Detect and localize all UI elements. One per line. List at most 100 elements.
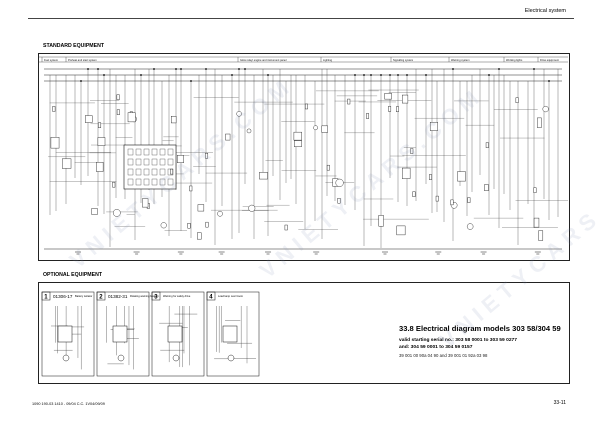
caption-drawing-numbers: 39 001 00 90a 04 90 and 39 001 01 92a 03…	[399, 353, 488, 358]
fuse	[143, 168, 150, 176]
junction-dot	[205, 68, 207, 70]
standard-diagram-frame	[38, 53, 570, 261]
option-module-number-box	[41, 291, 51, 301]
junction-dot	[153, 68, 155, 70]
lamp-symbol	[246, 128, 252, 134]
fuse	[167, 148, 174, 156]
junction-dot	[231, 74, 233, 76]
junction-dot	[244, 68, 246, 70]
resistor-symbol	[326, 164, 330, 171]
fuse	[127, 158, 134, 166]
fuse	[143, 178, 150, 186]
option-lamp-symbol	[117, 354, 125, 362]
fuse	[167, 178, 174, 186]
junction-dot	[406, 74, 408, 76]
resistor-symbol	[205, 153, 209, 159]
relay-symbol	[457, 171, 466, 182]
junction-dot	[498, 68, 500, 70]
junction-dot	[533, 68, 535, 70]
junction-dot	[140, 74, 142, 76]
lamp-symbol	[248, 204, 256, 212]
option-lamp-symbol	[62, 354, 70, 362]
resistor-symbol	[304, 103, 308, 110]
relay-symbol	[396, 225, 406, 236]
relay-symbol	[62, 158, 72, 169]
lamp-symbol	[236, 111, 242, 117]
option-module-description: Warning for safety drive	[163, 294, 191, 298]
option-module-number: 3	[154, 295, 158, 301]
footer-document-code: 1090 190-03 1410 - 09/04 C.C. 1V04/09/09	[32, 402, 105, 406]
junction-dot	[97, 68, 99, 70]
option-module-number-box	[151, 291, 161, 301]
resistor-symbol	[450, 199, 454, 206]
relay-symbol	[127, 112, 136, 123]
fuse	[127, 148, 134, 156]
option-module-description: Battery isolator	[75, 294, 92, 298]
resistor-symbol	[429, 174, 432, 180]
resistor-symbol	[337, 198, 341, 204]
relay-symbol	[177, 155, 184, 163]
resistor-symbol	[412, 191, 416, 197]
option-module-code: 01382-31	[108, 294, 128, 299]
fuse	[151, 168, 158, 176]
standard-equipment-title: STANDARD EQUIPMENT	[43, 43, 105, 49]
fuse	[151, 158, 158, 166]
fuse	[127, 178, 134, 186]
option-module-number: 4	[209, 295, 213, 301]
group-label: Lighting	[323, 58, 333, 62]
option-lamp-symbol	[227, 354, 235, 362]
relay-symbol	[259, 172, 268, 180]
relay-symbol	[384, 93, 392, 100]
fuse	[135, 178, 142, 186]
junction-dot	[380, 74, 382, 76]
resistor-symbol	[284, 224, 288, 231]
fuse	[135, 168, 142, 176]
resistor-symbol	[116, 94, 120, 100]
group-label: Working lights	[506, 58, 523, 62]
group-label: Drive equipment	[540, 58, 559, 62]
lamp-symbol	[466, 223, 474, 230]
relay-symbol	[142, 198, 149, 208]
option-module-frame	[151, 291, 205, 377]
fuse	[159, 168, 166, 176]
junction-dot	[238, 68, 240, 70]
option-component	[112, 325, 128, 343]
option-module-frame	[206, 291, 260, 377]
fuse	[143, 158, 150, 166]
relay-symbol	[484, 184, 489, 191]
resistor-symbol	[205, 221, 209, 228]
resistor-symbol	[396, 106, 399, 112]
resistor-symbol	[435, 195, 439, 202]
resistor-symbol	[388, 106, 392, 112]
junction-dot	[370, 74, 372, 76]
resistor-symbol	[533, 187, 537, 193]
resistor-symbol	[485, 142, 489, 148]
junction-dot	[175, 68, 177, 70]
lamp-symbol	[335, 178, 344, 187]
lamp-symbol	[217, 210, 223, 217]
junction-dot	[425, 74, 427, 76]
resistor-symbol	[116, 109, 120, 115]
relay-symbol	[378, 215, 384, 227]
junction-dot	[354, 74, 356, 76]
relay-symbol	[294, 140, 302, 147]
lamp-symbol	[542, 105, 549, 113]
relay-symbol	[197, 204, 205, 212]
optional-diagram-frame	[38, 282, 570, 384]
junction-dot	[80, 80, 82, 82]
junction-dot	[397, 74, 399, 76]
relay-symbol	[293, 131, 302, 141]
relay-symbol	[321, 125, 328, 133]
fuse	[127, 168, 134, 176]
junction-dot	[103, 74, 105, 76]
fuse	[151, 148, 158, 156]
option-module-number: 2	[99, 295, 103, 301]
option-module-code: 01306-17	[53, 294, 73, 299]
option-module-number-box	[206, 291, 216, 301]
lamp-symbol	[160, 222, 167, 229]
option-component	[167, 325, 183, 343]
fuse	[151, 178, 158, 186]
junction-dot	[180, 68, 182, 70]
resistor-symbol	[467, 197, 471, 203]
